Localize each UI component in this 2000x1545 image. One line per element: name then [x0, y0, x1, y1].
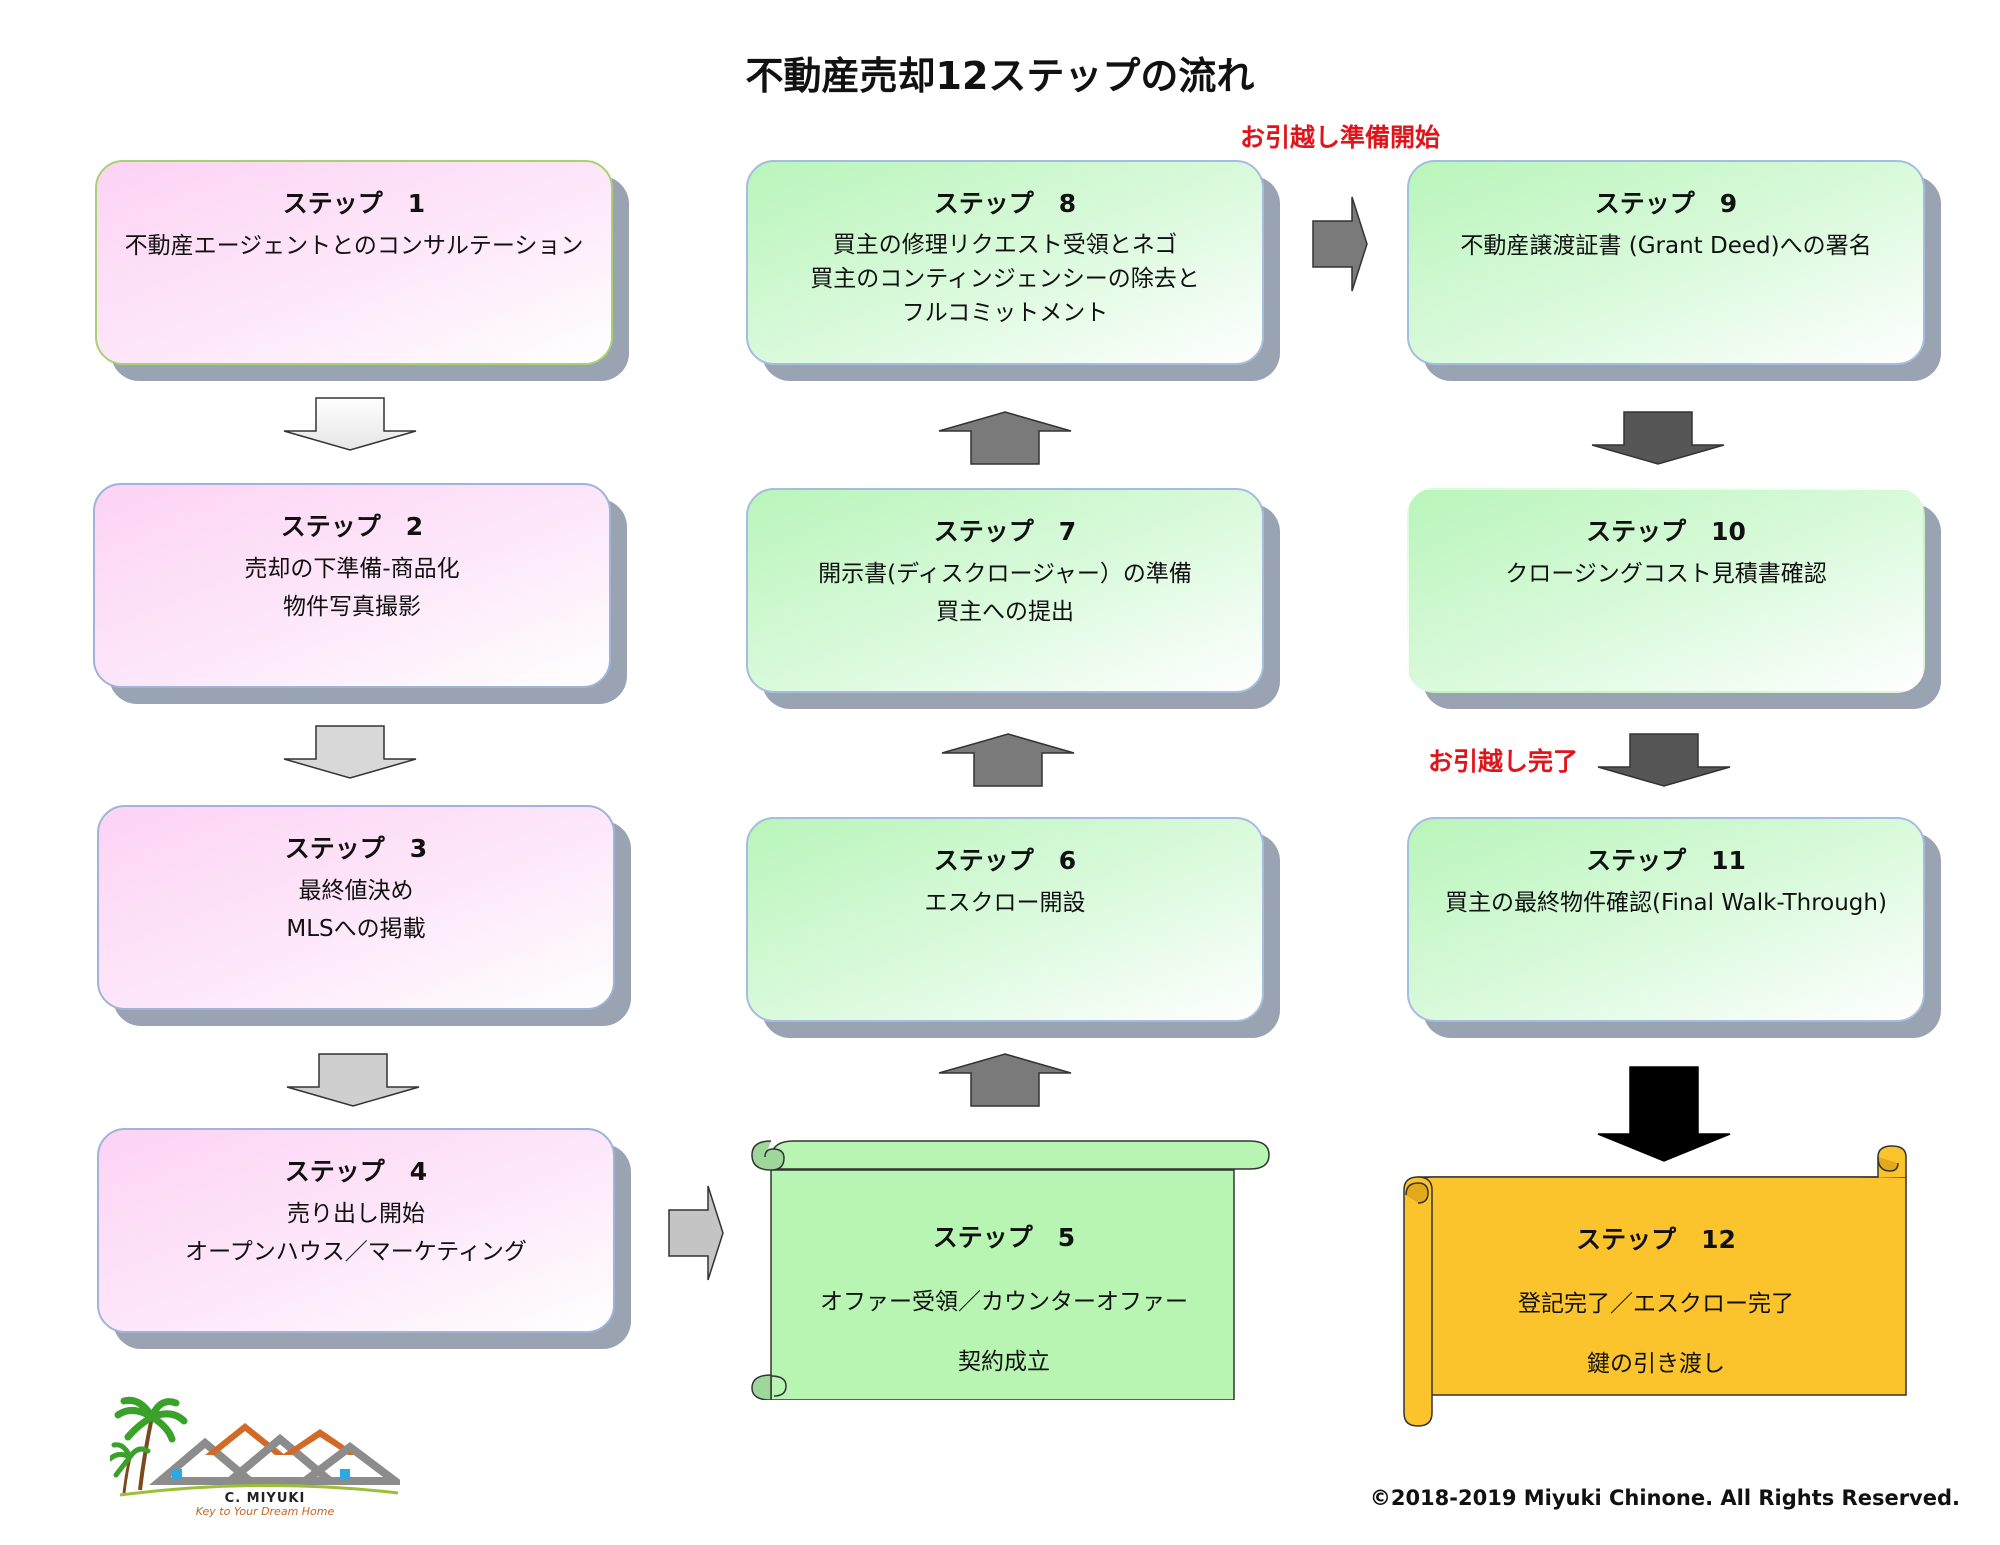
step-9-box: ステップ 9 不動産譲渡証書 (Grant Deed)への署名	[1407, 160, 1941, 381]
moving-done-note: お引越し完了	[1428, 747, 1579, 776]
step-12-label: ステップ 12	[1576, 1225, 1736, 1254]
step-11-line-1: 買主の最終物件確認(Final Walk-Through)	[1445, 890, 1887, 916]
step-9-face: ステップ 9 不動産譲渡証書 (Grant Deed)への署名	[1407, 160, 1925, 365]
step-4-label: ステップ 4	[284, 1157, 428, 1186]
step-3-box: ステップ 3 最終値決め MLSへの掲載	[97, 805, 631, 1026]
copyright-text: ©2018-2019 Miyuki Chinone. All Rights Re…	[1369, 1486, 1960, 1510]
step-2-box: ステップ 2 売却の下準備-商品化 物件写真撮影	[93, 483, 627, 704]
step-7-label: ステップ 7	[933, 517, 1077, 546]
step-5-scroll: ステップ 5 オファー受領／カウンターオファー 契約成立	[738, 1140, 1270, 1400]
right-arrow-icon	[1312, 196, 1368, 292]
step-6-face: ステップ 6 エスクロー開設	[746, 817, 1264, 1022]
step-11-face: ステップ 11 買主の最終物件確認(Final Walk-Through)	[1407, 817, 1925, 1022]
step-7-box: ステップ 7 開示書(ディスクロージャー）の準備 買主への提出	[746, 488, 1280, 709]
step-7-line-1: 開示書(ディスクロージャー）の準備	[818, 561, 1192, 587]
step-10-box: ステップ 10 クロージングコスト見積書確認	[1407, 488, 1941, 709]
step-3-label: ステップ 3	[284, 834, 428, 863]
step-2-label: ステップ 2	[280, 512, 424, 541]
step-3-line-2: MLSへの掲載	[286, 916, 426, 942]
step-4-face: ステップ 4 売り出し開始 オープンハウス／マーケティング	[97, 1128, 615, 1333]
step-7-line-2: 買主への提出	[936, 599, 1074, 625]
step-8-box: ステップ 8 買主の修理リクエスト受領とネゴ 買主のコンティンジェンシーの除去と…	[746, 160, 1280, 381]
step-6-line-1: エスクロー開設	[924, 890, 1086, 916]
step-6-label: ステップ 6	[933, 846, 1077, 875]
up-arrow-icon	[938, 1053, 1072, 1107]
step-5-line-2: 契約成立	[958, 1349, 1050, 1375]
house-palm-logo-icon	[110, 1396, 400, 1497]
scroll-shape-icon	[751, 1140, 1270, 1400]
step-11-box: ステップ 11 買主の最終物件確認(Final Walk-Through)	[1407, 817, 1941, 1038]
step-4-line-2: オープンハウス／マーケティング	[185, 1239, 527, 1265]
step-12-line-1: 登記完了／エスクロー完了	[1518, 1291, 1794, 1317]
up-arrow-icon	[941, 733, 1075, 787]
step-12-line-2: 鍵の引き渡し	[1587, 1351, 1725, 1377]
step-2-line-2: 物件写真撮影	[283, 594, 421, 620]
step-3-line-1: 最終値決め	[298, 878, 414, 904]
step-5-label: ステップ 5	[932, 1223, 1076, 1252]
step-5-text: ステップ 5 オファー受領／カウンターオファー 契約成立	[738, 1218, 1270, 1376]
step-4-line-1: 売り出し開始	[287, 1201, 425, 1227]
step-1-box: ステップ 1 不動産エージェントとのコンサルテーション	[95, 160, 629, 381]
step-9-line-1: 不動産譲渡証書 (Grant Deed)への署名	[1460, 233, 1872, 259]
step-2-line-1: 売却の下準備-商品化	[244, 556, 460, 582]
step-11-label: ステップ 11	[1586, 846, 1746, 875]
step-8-line-1: 買主の修理リクエスト受領とネゴ	[832, 232, 1178, 258]
step-4-box: ステップ 4 売り出し開始 オープンハウス／マーケティング	[97, 1128, 631, 1349]
down-arrow-icon	[1591, 411, 1725, 465]
step-1-label: ステップ 1	[282, 189, 426, 218]
step-2-face: ステップ 2 売却の下準備-商品化 物件写真撮影	[93, 483, 611, 688]
logo-name: C. MIYUKI	[224, 1491, 306, 1506]
down-arrow-icon	[1597, 1066, 1731, 1162]
step-1-line-1: 不動産エージェントとのコンサルテーション	[124, 233, 584, 259]
company-logo: C. MIYUKI Key to Your Dream Home	[110, 1395, 400, 1520]
step-9-label: ステップ 9	[1594, 189, 1738, 218]
step-7-face: ステップ 7 開示書(ディスクロージャー）の準備 買主への提出	[746, 488, 1264, 693]
step-8-line-2: 買主のコンティンジェンシーの除去と	[810, 266, 1200, 292]
step-12-text: ステップ 12 登記完了／エスクロー完了 鍵の引き渡し	[1388, 1220, 1924, 1378]
down-arrow-icon	[283, 725, 417, 779]
step-8-face: ステップ 8 買主の修理リクエスト受領とネゴ 買主のコンティンジェンシーの除去と…	[746, 160, 1264, 365]
step-10-label: ステップ 10	[1586, 517, 1746, 546]
step-5-line-1: オファー受領／カウンターオファー	[820, 1289, 1188, 1315]
step-10-face: ステップ 10 クロージングコスト見積書確認	[1407, 488, 1925, 693]
page-title: 不動産売却12ステップの流れ	[745, 54, 1255, 98]
step-8-line-3: フルコミットメント	[901, 300, 1109, 326]
scroll-shape-icon	[1403, 1145, 1907, 1427]
right-arrow-icon	[668, 1185, 724, 1281]
step-6-box: ステップ 6 エスクロー開設	[746, 817, 1280, 1038]
down-arrow-icon	[283, 397, 417, 451]
step-3-face: ステップ 3 最終値決め MLSへの掲載	[97, 805, 615, 1010]
up-arrow-icon	[938, 411, 1072, 465]
down-arrow-icon	[286, 1053, 420, 1107]
moving-prep-note: お引越し準備開始	[1240, 123, 1441, 152]
logo-tagline: Key to Your Dream Home	[195, 1505, 335, 1518]
down-arrow-icon	[1597, 733, 1731, 787]
step-1-face: ステップ 1 不動産エージェントとのコンサルテーション	[95, 160, 613, 365]
step-12-scroll: ステップ 12 登記完了／エスクロー完了 鍵の引き渡し	[1388, 1145, 1924, 1427]
step-10-line-1: クロージングコスト見積書確認	[1505, 561, 1827, 587]
step-8-label: ステップ 8	[933, 189, 1077, 218]
